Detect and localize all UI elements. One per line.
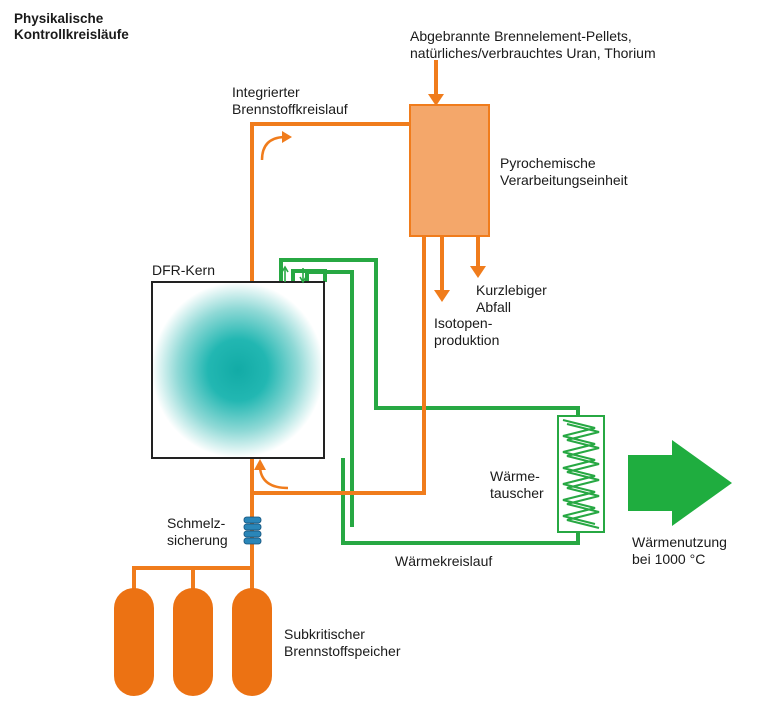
- fuel-loop: [132, 60, 480, 590]
- heat-exchanger-label-line-2: tauscher: [490, 485, 544, 501]
- input-label-line-1: Abgebrannte Brennelement-Pellets,: [410, 28, 632, 44]
- heat-exchanger: [557, 415, 605, 533]
- heat-loop-bottom-line: [341, 458, 580, 545]
- fuse-label-line-1: Schmelz-: [167, 515, 226, 531]
- heat-loop-outer-line: [279, 258, 580, 416]
- storage-tank: [114, 588, 154, 696]
- diagram-title: Physikalische Kontrollkreisläufe: [14, 11, 129, 43]
- heat-exchanger-label: Wärme- tauscher: [490, 468, 544, 502]
- pyro-unit-label: Pyrochemische Verarbeitungseinheit: [500, 155, 628, 189]
- input-label: Abgebrannte Brennelement-Pellets, natürl…: [410, 28, 656, 62]
- fuel-arrowheads: [428, 94, 486, 302]
- heat-up-arrowhead: [281, 265, 289, 273]
- fuel-loop-label-line-2: Brennstoffkreislauf: [232, 101, 348, 117]
- fuel-loop-return-line: [250, 236, 426, 495]
- flow-arrow-bottom-head: [254, 459, 266, 470]
- heat-loop-label: Wärmekreislauf: [395, 553, 493, 569]
- core-label: DFR-Kern: [152, 262, 216, 278]
- fuse-label-line-2: sicherung: [167, 532, 228, 548]
- waste-arrowhead: [470, 266, 486, 278]
- storage-label: Subkritischer Brennstoffspeicher: [284, 626, 400, 660]
- flow-arrows: [254, 131, 292, 490]
- isotope-label-line-1: Isotopen-: [434, 315, 493, 331]
- heat-output-arrow: [628, 440, 732, 526]
- pyrochemical-unit: [409, 104, 490, 237]
- fuel-loop-left-line: [250, 122, 410, 282]
- diagram-title-line-2: Kontrollkreisläufe: [14, 27, 129, 42]
- waste-label-line-1: Kurzlebiger: [476, 282, 547, 298]
- waste-label-line-2: Abfall: [476, 299, 512, 315]
- diagram-title-line-1: Physikalische: [14, 11, 104, 26]
- heat-flow-arrows: [281, 265, 307, 284]
- dfr-core: [151, 281, 325, 459]
- heat-use-label: Wärmenutzung bei 1000 °C: [632, 534, 727, 568]
- heat-exchanger-label-line-1: Wärme-: [490, 468, 540, 484]
- isotope-arrowhead: [434, 290, 450, 302]
- flow-arrow-top-head: [282, 131, 292, 143]
- storage-tanks: [114, 588, 272, 696]
- heat-exchanger-coil-left: [562, 419, 596, 525]
- input-arrowhead: [428, 94, 444, 106]
- pyro-unit-label-line-1: Pyrochemische: [500, 155, 596, 171]
- heat-down-arrowhead: [299, 276, 307, 284]
- heat-use-label-line-2: bei 1000 °C: [632, 551, 706, 567]
- heat-exchanger-coil-right: [566, 423, 600, 529]
- isotope-label-line-2: produktion: [434, 332, 500, 348]
- fuse: [243, 516, 262, 545]
- pyro-unit-label-line-2: Verarbeitungseinheit: [500, 172, 628, 188]
- heat-use-label-line-1: Wärmenutzung: [632, 534, 727, 550]
- heat-loop: [279, 258, 580, 545]
- fuse-segment: [243, 537, 262, 545]
- storage-label-line-1: Subkritischer: [284, 626, 365, 642]
- input-label-line-2: natürliches/verbrauchtes Uran, Thorium: [410, 45, 656, 61]
- fuel-loop-label: Integrierter Brennstoffkreislauf: [232, 84, 348, 118]
- flow-arrow-top: [260, 135, 285, 161]
- storage-tank: [232, 588, 272, 696]
- waste-label: Kurzlebiger Abfall: [476, 282, 547, 316]
- flow-arrow-bottom: [258, 467, 289, 490]
- fuel-loop-label-line-1: Integrierter: [232, 84, 300, 100]
- storage-label-line-2: Brennstoffspeicher: [284, 643, 401, 659]
- fuse-segment: [243, 523, 262, 531]
- fuse-segment: [243, 516, 262, 524]
- fuse-label: Schmelz- sicherung: [167, 515, 228, 549]
- storage-tank: [173, 588, 213, 696]
- isotope-label: Isotopen- produktion: [434, 315, 499, 349]
- heat-loop-return-line: [305, 270, 354, 527]
- fuse-segment: [243, 530, 262, 538]
